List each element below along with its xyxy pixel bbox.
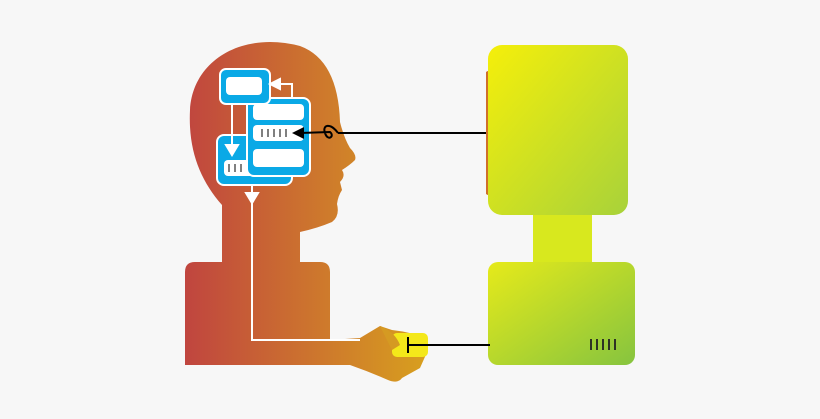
- mental-model-icon: [216, 68, 360, 341]
- perception-arrow: [292, 124, 488, 139]
- action-line: [407, 337, 490, 353]
- vent-icon: [590, 339, 616, 350]
- person-silhouette: [185, 42, 428, 382]
- computer-monitor: [486, 45, 635, 365]
